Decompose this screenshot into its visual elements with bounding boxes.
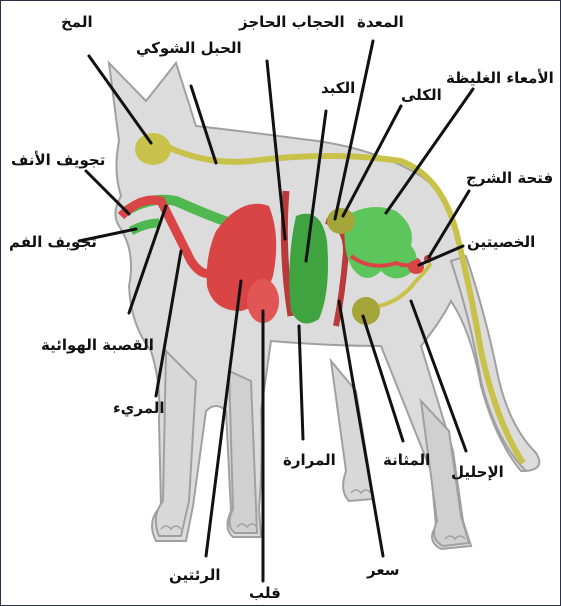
label-spinal-cord: الحبل الشوكي [136, 39, 242, 57]
label-umbilicus: سعر [367, 561, 400, 579]
paw-toes [161, 490, 465, 539]
label-testes: الخصيتين [467, 233, 535, 251]
label-anus: فتحة الشرج [466, 169, 553, 187]
label-gallbladder: المرارة [283, 451, 336, 469]
label-liver: الكبد [321, 79, 355, 97]
label-large-intestine: الأمعاء الغليظة [446, 69, 554, 87]
testes-shape [408, 260, 424, 274]
label-brain: المخ [61, 13, 93, 31]
label-kidneys: الكلى [401, 86, 442, 104]
label-diaphragm: الحجاب الحاجز [239, 13, 345, 31]
label-lungs: الرئتين [169, 566, 220, 584]
label-trachea: القصبة الهوائية [41, 336, 154, 354]
label-bladder: المثانة [383, 451, 430, 469]
label-urethra: الإحليل [451, 463, 504, 481]
label-esophagus: المريء [113, 399, 165, 417]
cat-tail [451, 256, 539, 471]
kidney-shape [327, 208, 355, 234]
label-nasal-cavity: تجويف الأنف [11, 151, 105, 169]
label-mouth-cavity: تجويف الفم [9, 233, 97, 251]
brain-shape [135, 133, 171, 165]
label-stomach: المعدة [357, 13, 404, 31]
label-heart: قلب [249, 584, 281, 602]
